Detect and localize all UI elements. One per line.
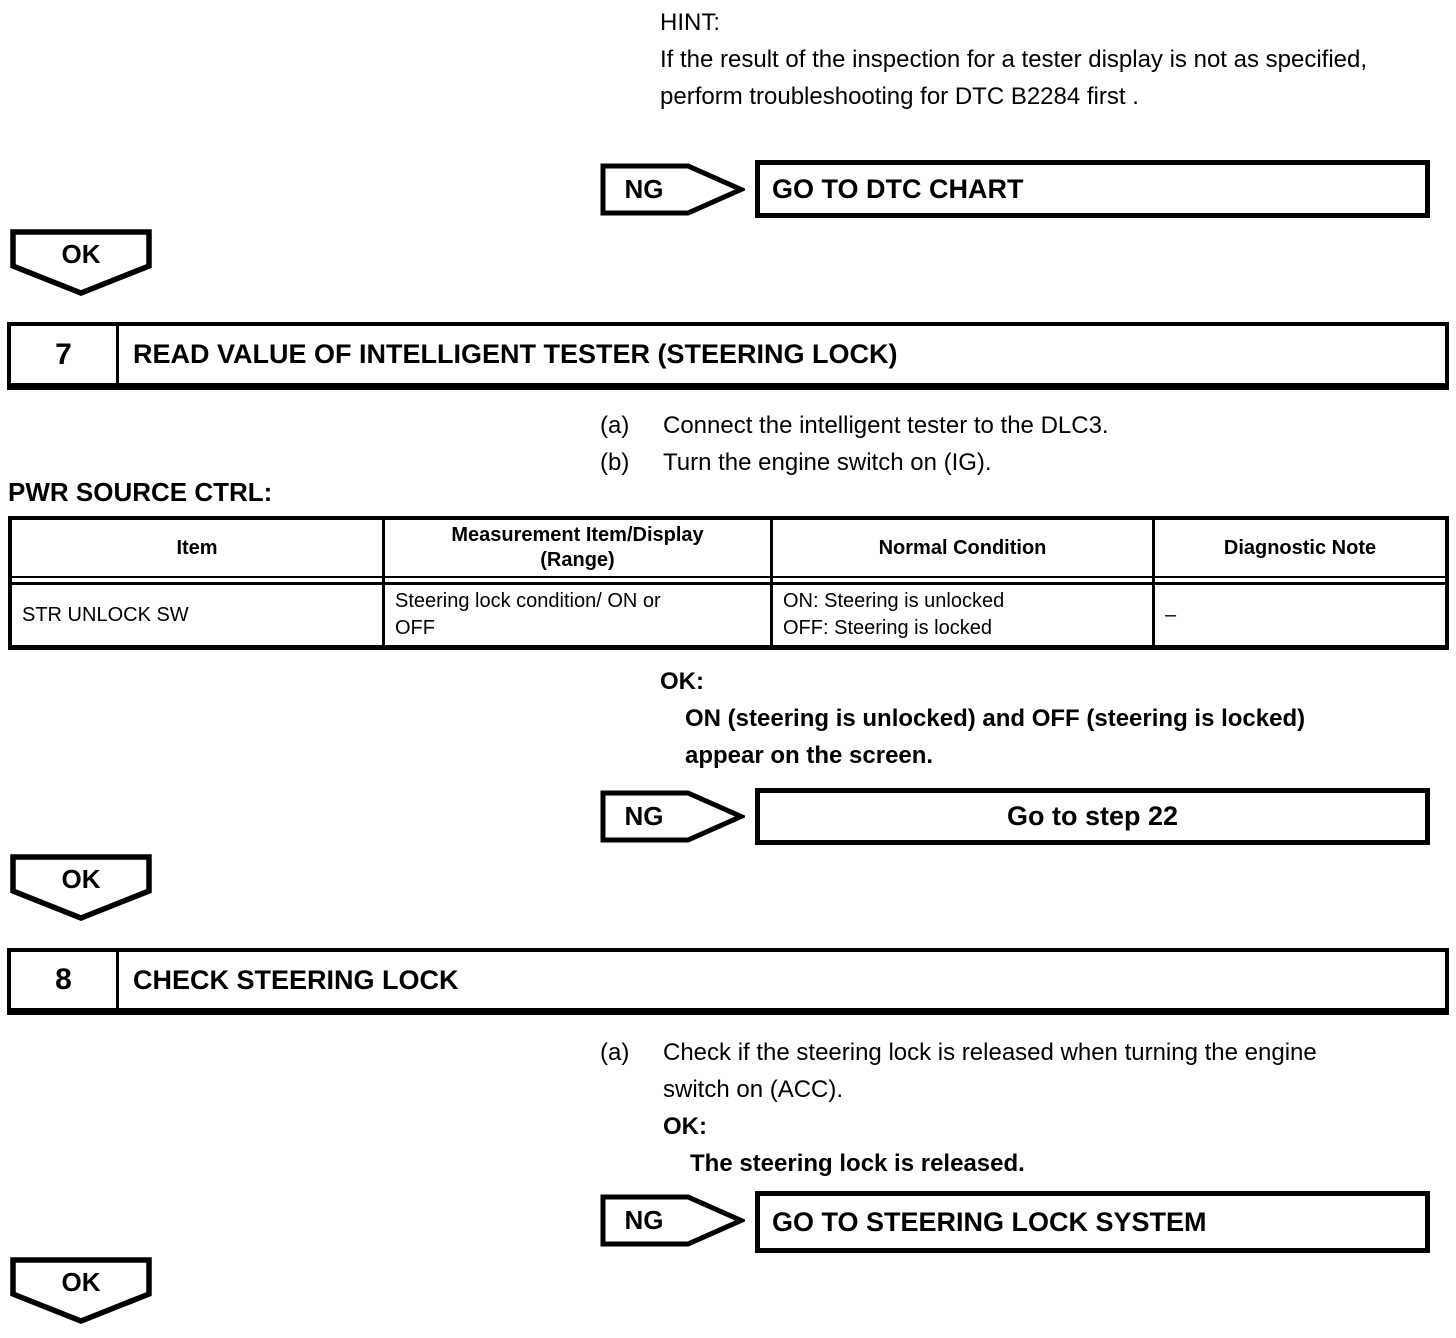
instruction-text: Connect the intelligent tester to the DL… (663, 412, 1109, 439)
cell-diagnostic-note: – (1165, 603, 1177, 626)
hint-text: If the result of the inspection for a te… (660, 46, 1368, 110)
ok-label: OK (61, 238, 101, 269)
instruction-marker: (a) (600, 1039, 630, 1066)
ok-condition-step-7: OK: ON (steering is unlocked) and OFF (s… (600, 663, 1375, 774)
table-header-row: Item Measurement Item/Display (Range) No… (12, 520, 1445, 576)
ng-arrow-icon (600, 1194, 745, 1247)
ok-condition-text: ON (steering is unlocked) and OFF (steer… (685, 705, 1306, 769)
instruction-text: Check if the steering lock is released w… (663, 1039, 1317, 1103)
ok-pentagon-icon (10, 854, 152, 921)
cell-normal-condition: ON: Steering is unlocked OFF: Steering i… (773, 585, 1155, 645)
step-number: 8 (11, 952, 119, 1008)
ok-heading: OK: (663, 1113, 707, 1140)
col-header-diagnostic-note: Diagnostic Note (1223, 536, 1377, 559)
ng-arrow-icon (600, 163, 745, 216)
result-text: Go to step 22 (1006, 801, 1179, 831)
ng-arrow-icon (600, 790, 745, 843)
ng-connector-2: NG (600, 790, 745, 843)
instruction-row: (b) Turn the engine switch on (IG). (600, 444, 1368, 481)
result-text: GO TO STEERING LOCK SYSTEM (772, 1206, 1207, 1237)
instruction-row: (a) Connect the intelligent tester to th… (600, 407, 1368, 444)
ng-label: NG (624, 174, 664, 204)
step-8-header: 8 CHECK STEERING LOCK (7, 948, 1449, 1015)
col-header-normal-condition: Normal Condition (773, 520, 1155, 576)
hint-block: HINT: If the result of the inspection fo… (660, 4, 1432, 115)
instruction-row: (a) Check if the steering lock is releas… (600, 1034, 1368, 1108)
ok-connector-3: OK (10, 1257, 152, 1324)
step-title: READ VALUE OF INTELLIGENT TESTER (STEERI… (133, 339, 898, 369)
ng-label: NG (624, 801, 664, 831)
step-7-instructions: (a) Connect the intelligent tester to th… (600, 407, 1368, 481)
ng-label: NG (624, 1205, 664, 1235)
result-text: GO TO DTC CHART (772, 173, 1024, 204)
pwr-source-table: Item Measurement Item/Display (Range) No… (8, 516, 1449, 650)
step-title: CHECK STEERING LOCK (133, 964, 459, 995)
ng-connector-1: NG (600, 163, 745, 216)
col-header-measurement: Measurement Item/Display (Range) (385, 520, 773, 576)
col-header-item: Item (12, 520, 385, 576)
ok-pentagon-icon (10, 1257, 152, 1324)
cell-measurement: Steering lock condition/ ON or OFF (385, 585, 773, 645)
ok-pentagon-icon (10, 229, 152, 296)
result-box-step-22: Go to step 22 (755, 788, 1430, 845)
ok-connector-1: OK (10, 229, 152, 296)
instruction-marker: (b) (600, 449, 630, 476)
step-number: 7 (11, 326, 119, 383)
result-box-dtc-chart: GO TO DTC CHART (755, 160, 1430, 218)
table-data-row: STR UNLOCK SW Steering lock condition/ O… (12, 585, 1445, 645)
table-caption-pwr-source: PWR SOURCE CTRL: (8, 477, 273, 507)
cell-item: STR UNLOCK SW (12, 585, 385, 645)
ok-connector-2: OK (10, 854, 152, 921)
result-box-steering-lock-system: GO TO STEERING LOCK SYSTEM (755, 1191, 1430, 1253)
ng-connector-3: NG (600, 1194, 745, 1247)
step-7-header: 7 READ VALUE OF INTELLIGENT TESTER (STEE… (7, 322, 1449, 390)
hint-label: HINT: (660, 9, 720, 36)
header-divider-double-rule (12, 576, 1445, 585)
ok-label: OK (61, 1266, 101, 1297)
ok-label: OK (61, 863, 101, 894)
ok-condition-text: The steering lock is released. (690, 1150, 1025, 1177)
ok-heading: OK: (660, 668, 704, 695)
instruction-text: Turn the engine switch on (IG). (663, 449, 992, 476)
instruction-marker: (a) (600, 412, 630, 439)
step-8-instructions: (a) Check if the steering lock is releas… (600, 1034, 1368, 1182)
